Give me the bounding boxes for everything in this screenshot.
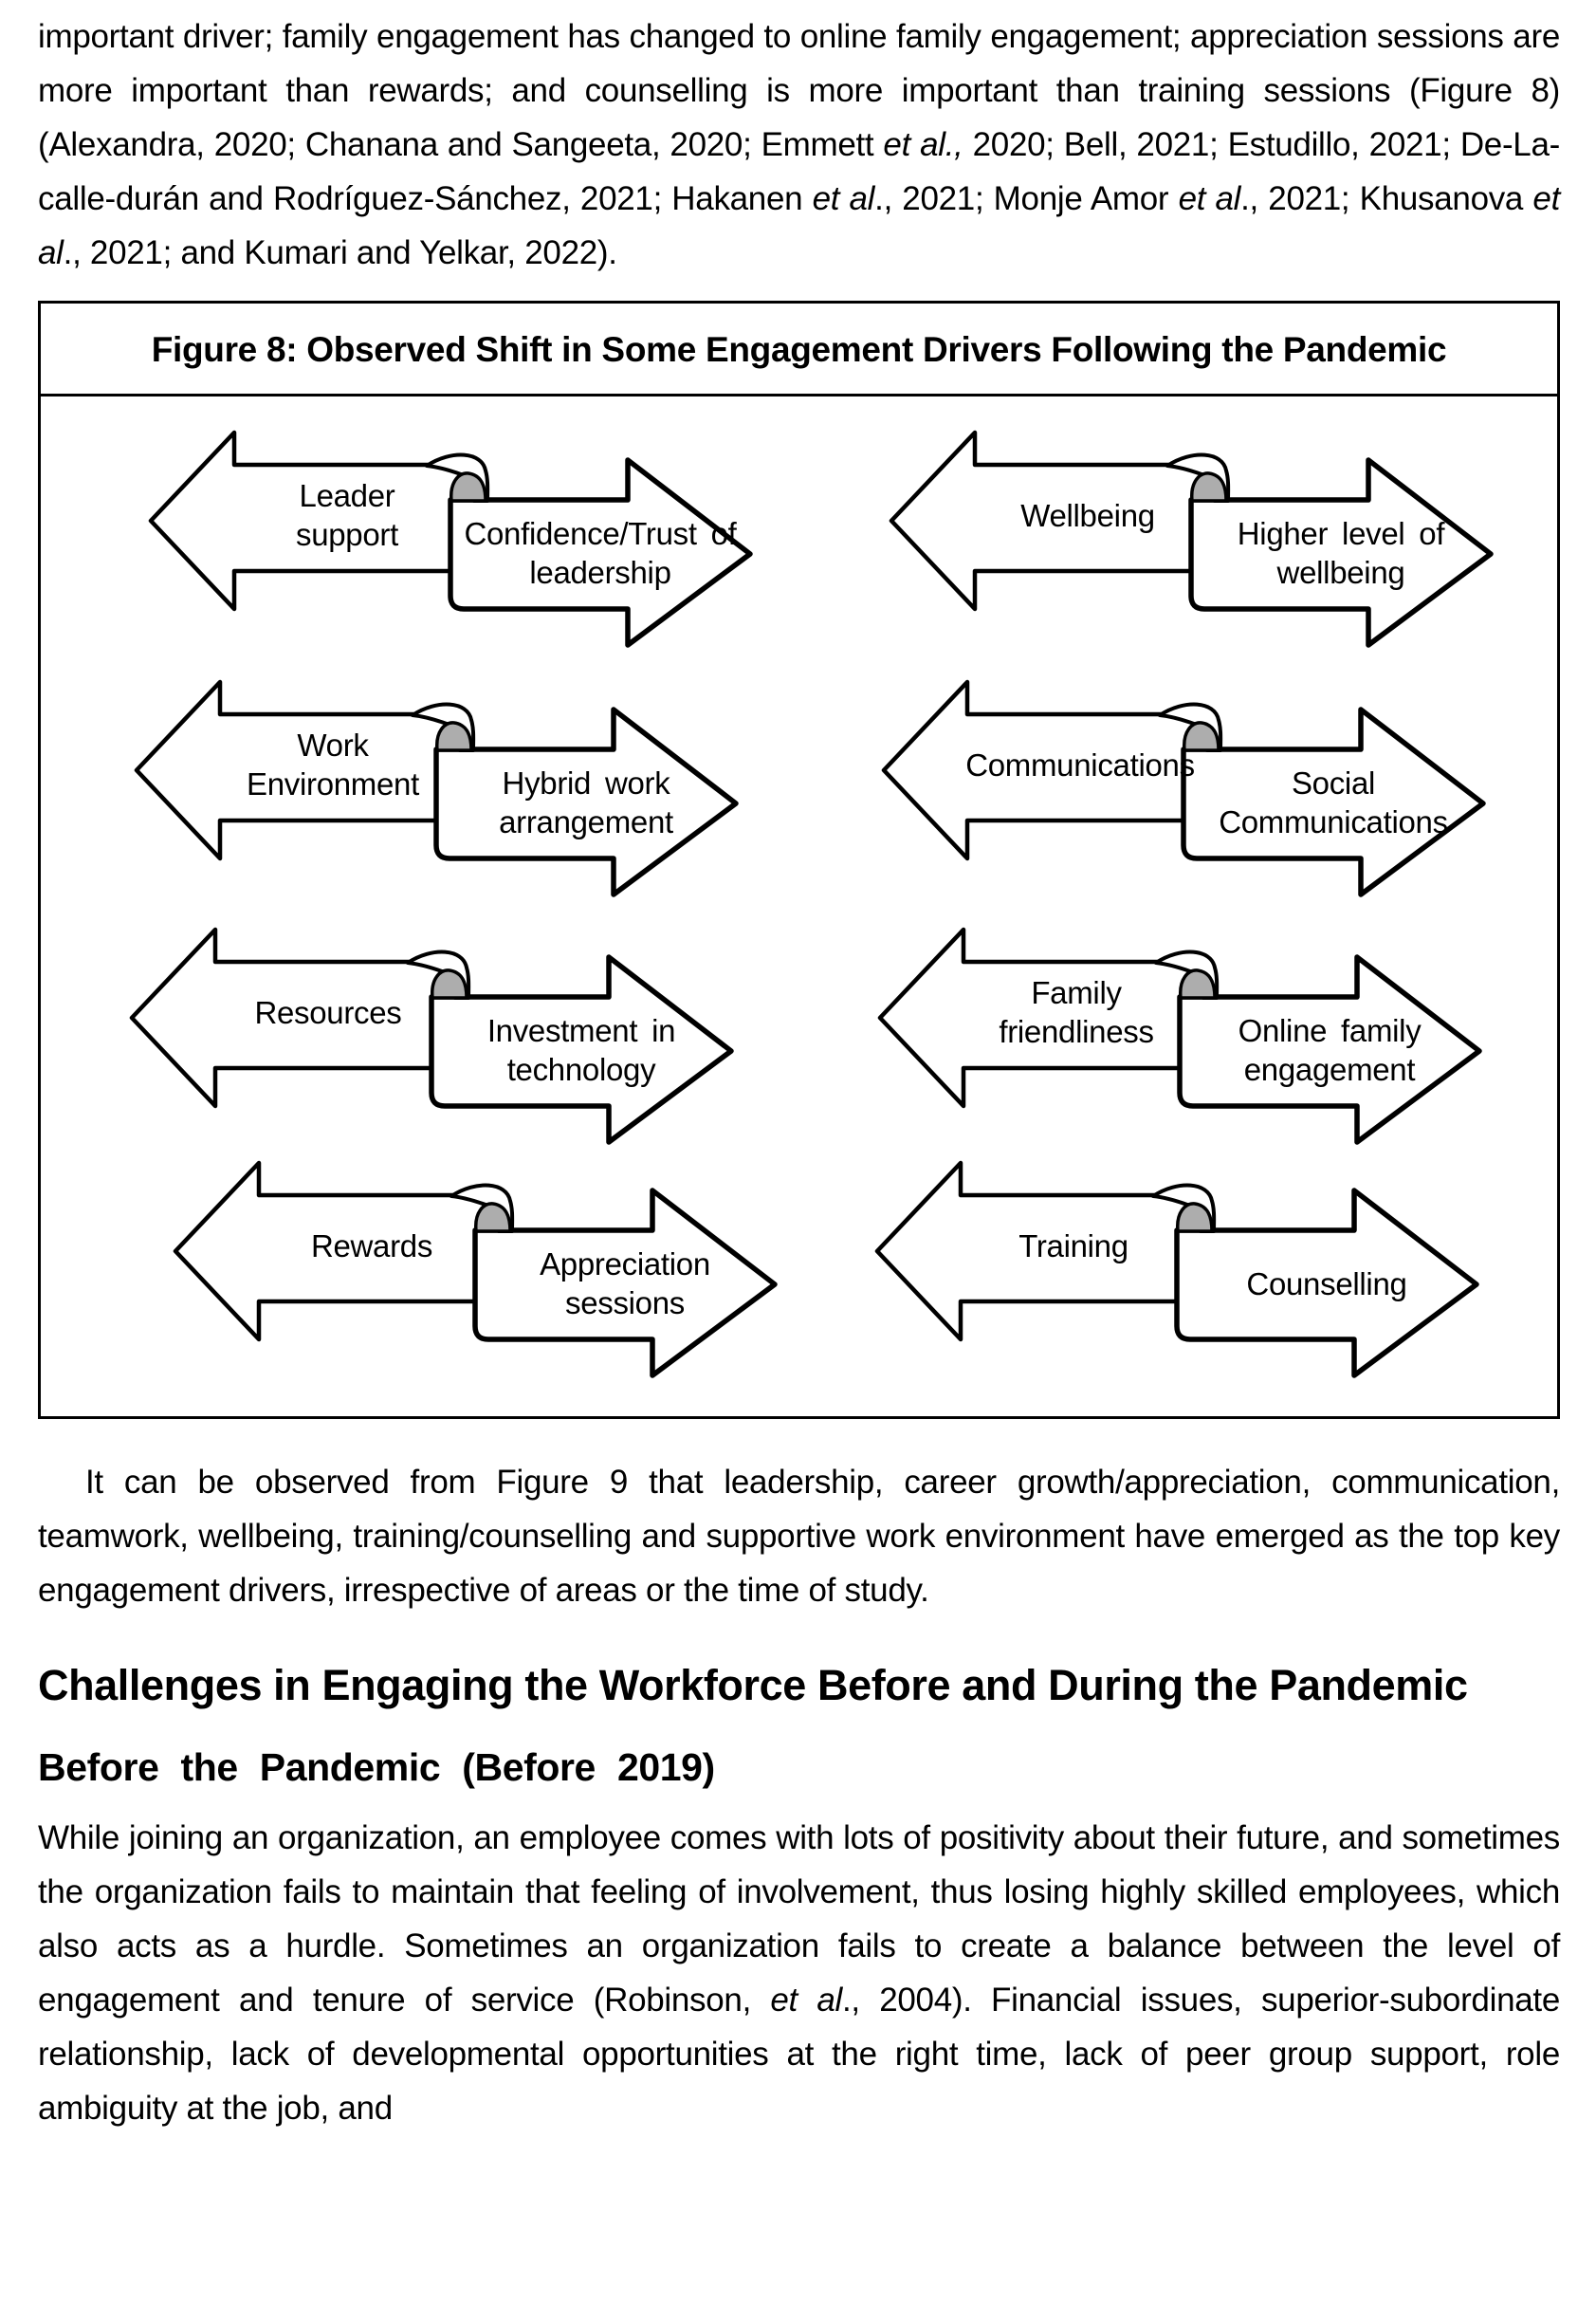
section-heading-challenges: Challenges in Engaging the Workforce Bef… <box>38 1661 1468 1710</box>
engagement-shift-pair: Training Counselling <box>874 1157 1481 1380</box>
engagement-shift-pair: Rewards Appreciation sessions <box>173 1157 780 1380</box>
engagement-shift-pair: Leader support Confidence/Trust of leade… <box>148 427 755 650</box>
post-pandemic-driver-label: Counselling <box>1246 1265 1407 1301</box>
shift-arrows-graphic <box>134 679 739 897</box>
pre-pandemic-driver-label: Work Environment <box>247 728 419 802</box>
post-pandemic-driver-label: Higher level of wellbeing <box>1237 516 1445 591</box>
shift-arrows-graphic <box>148 430 753 648</box>
ribbon-curl-shade <box>1183 721 1220 752</box>
shift-arrows-graphic <box>874 1160 1479 1378</box>
figure-8-box: Figure 8: Observed Shift in Some Engagem… <box>38 301 1560 1420</box>
figure-diagram: Leader support Confidence/Trust of leade… <box>41 396 1557 1416</box>
post-pandemic-driver-label: Investment in technology <box>486 1013 676 1088</box>
pre-pandemic-driver-label: Training <box>1018 1227 1128 1263</box>
right-arrow-shape <box>1181 707 1486 897</box>
right-arrow-shape <box>472 1188 778 1378</box>
paragraph-before-pandemic: While joining an organization, an employ… <box>38 1819 1560 2128</box>
post-pandemic-driver-label: Appreciation sessions <box>540 1246 710 1321</box>
engagement-shift-pair: Resources Investment in technology <box>129 924 736 1147</box>
ribbon-curl-shade <box>474 1202 512 1233</box>
pre-pandemic-driver-label: Resources <box>254 994 402 1030</box>
right-arrow-shape <box>1177 954 1482 1145</box>
shift-arrows-graphic <box>889 430 1494 648</box>
paragraph-intro-citations: important driver; family engagement has … <box>38 18 1560 271</box>
subsection-heading-before-pandemic: Before the Pandemic (Before 2019) <box>38 1745 715 1790</box>
ribbon-curl-shade <box>449 471 487 503</box>
post-pandemic-driver-label: Online family engagement <box>1238 1013 1422 1088</box>
shift-arrows-graphic <box>881 679 1486 897</box>
ribbon-curl-fold <box>1151 1183 1217 1234</box>
ribbon-curl-fold <box>411 702 476 753</box>
ribbon-curl-shade <box>1190 471 1228 503</box>
pre-pandemic-driver-label: Wellbeing <box>1020 497 1155 533</box>
right-arrow-shape <box>448 457 753 648</box>
engagement-shift-pair: Work Environment Hybrid work arrangement <box>134 676 741 899</box>
pre-pandemic-driver-label: Leader support <box>296 478 398 553</box>
pre-pandemic-driver-label: Family friendliness <box>999 975 1154 1050</box>
ribbon-curl-fold <box>1158 702 1223 753</box>
pre-pandemic-driver-label: Communications <box>965 747 1195 783</box>
right-arrow-shape <box>1188 457 1494 648</box>
pre-pandemic-driver-label: Rewards <box>310 1227 433 1263</box>
ribbon-curl-shade <box>1176 1202 1214 1233</box>
post-pandemic-driver-label: Confidence/Trust of leadership <box>464 516 737 591</box>
ribbon-curl-shade <box>435 721 473 752</box>
engagement-shift-pair: Family friendliness Online family engage… <box>877 924 1484 1147</box>
engagement-shift-pair: Communications Social Communications <box>881 676 1488 899</box>
right-arrow-shape <box>1174 1188 1479 1378</box>
ribbon-curl-shade <box>1179 968 1217 1000</box>
ribbon-curl-fold <box>449 1183 515 1234</box>
ribbon-curl-fold <box>1154 950 1220 1001</box>
right-arrow-shape <box>433 707 739 897</box>
post-pandemic-driver-label: Hybrid work arrangement <box>499 765 673 840</box>
ribbon-curl-fold <box>406 950 471 1001</box>
ribbon-curl-fold <box>425 452 490 504</box>
post-pandemic-driver-label: Social Communications <box>1219 765 1448 840</box>
shift-arrows-graphic <box>877 927 1482 1145</box>
shift-arrows-graphic <box>173 1160 778 1378</box>
right-arrow-shape <box>429 954 734 1145</box>
engagement-shift-pair: Wellbeing Higher level of wellbeing <box>889 427 1495 650</box>
ribbon-curl-fold <box>1165 452 1231 504</box>
ribbon-curl-shade <box>431 968 468 1000</box>
paragraph-figure9-observation: It can be observed from Figure 9 that le… <box>38 1464 1560 1610</box>
figure-title: Figure 8: Observed Shift in Some Engagem… <box>41 304 1557 397</box>
shift-arrows-graphic <box>129 927 734 1145</box>
